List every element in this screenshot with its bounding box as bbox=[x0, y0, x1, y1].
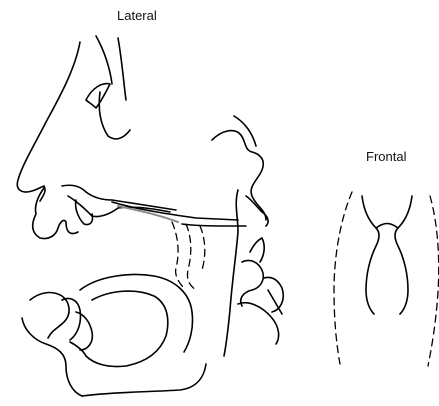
oral-cavity-line bbox=[112, 202, 238, 220]
lateral-label: Lateral bbox=[117, 8, 157, 23]
frontal-view bbox=[334, 192, 439, 366]
frontal-airway-left bbox=[362, 196, 379, 314]
frontal-left-wall bbox=[334, 192, 352, 364]
eye bbox=[86, 84, 110, 108]
frontal-airway-right bbox=[395, 196, 412, 314]
larynx bbox=[238, 303, 279, 344]
tongue-body bbox=[86, 291, 168, 366]
posterior-pharyngeal-wall bbox=[224, 190, 238, 356]
frontal-arch bbox=[376, 224, 398, 229]
face-profile bbox=[17, 42, 80, 201]
mandible-outer bbox=[82, 364, 206, 396]
epiglottis bbox=[250, 238, 264, 262]
dashed-outline-1 bbox=[172, 222, 184, 288]
mandible-inner bbox=[80, 275, 193, 352]
neck-front bbox=[264, 277, 283, 312]
eye-socket bbox=[96, 36, 112, 84]
dashed-outline-2 bbox=[186, 224, 196, 290]
chin bbox=[22, 318, 82, 396]
lateral-view bbox=[17, 36, 283, 396]
brow-line bbox=[118, 38, 126, 100]
hyoid bbox=[241, 260, 264, 306]
dashed-outline-3 bbox=[200, 226, 205, 270]
upper-lip bbox=[33, 188, 78, 239]
lower-incisor bbox=[62, 298, 81, 340]
frontal-right-wall bbox=[428, 196, 439, 366]
lower-teeth bbox=[76, 312, 92, 350]
tongue-dorsum bbox=[182, 224, 246, 226]
frontal-label: Frontal bbox=[366, 149, 406, 164]
nasopharynx bbox=[246, 196, 268, 226]
